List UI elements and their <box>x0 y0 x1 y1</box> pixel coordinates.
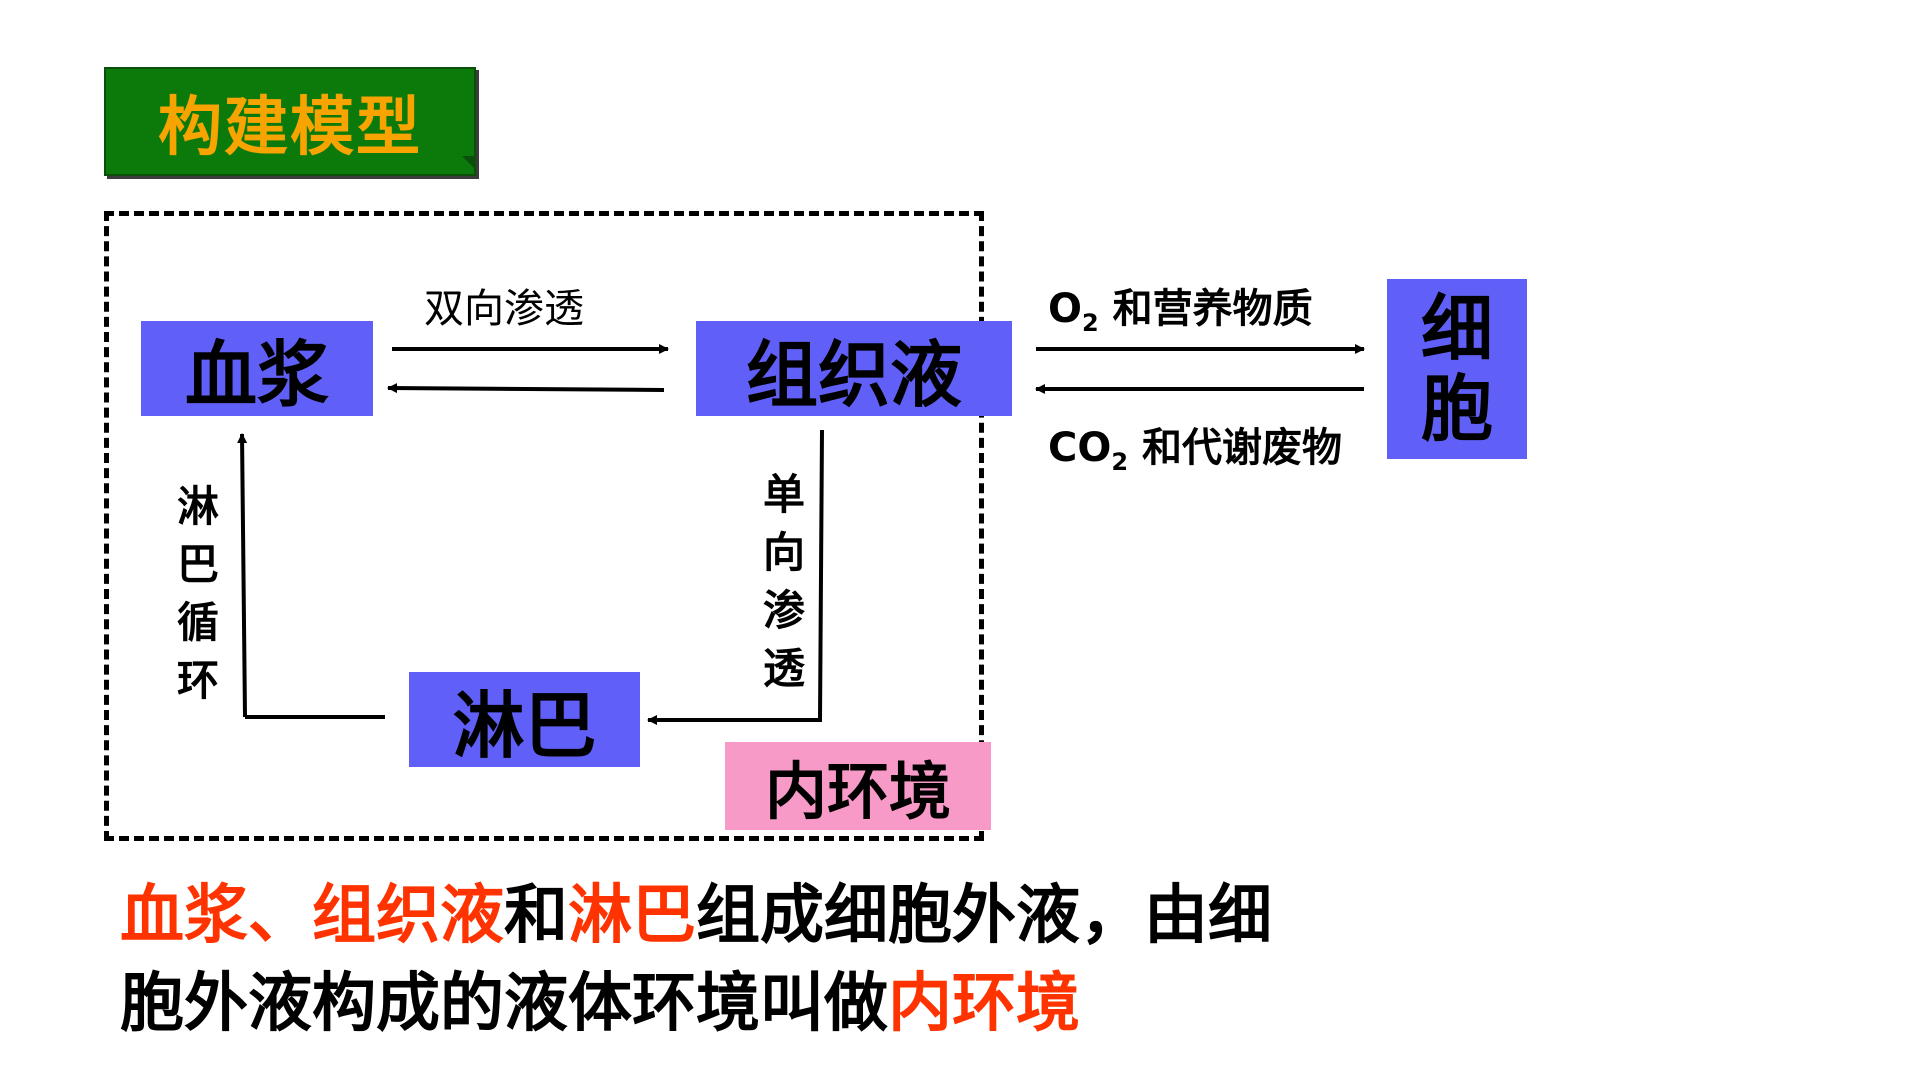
title-tag: 构建模型 <box>104 67 476 176</box>
arrow-tissue-to-lymph <box>647 429 824 725</box>
statement-line-2: 胞外液构成的液体环境叫做内环境 <box>120 967 1080 1041</box>
node-cell-char: 胞 <box>1420 367 1493 451</box>
arrow-tissue-to-plasma <box>387 383 665 394</box>
node-plasma-label: 血浆 <box>184 333 329 417</box>
internal-environment-boundary <box>104 211 984 841</box>
label-o2-nutrients: O2 和营养物质 <box>1048 286 1313 337</box>
statement-line-1: 血浆、组织液和淋巴组成细胞外液，由细 <box>120 879 1272 953</box>
node-cell: 细 胞 <box>1387 279 1527 459</box>
title-text: 构建模型 <box>158 90 422 165</box>
label-bidirectional-osmosis: 双向渗透 <box>424 286 584 332</box>
label-unidirectional-osmosis: 单 向 渗 透 <box>762 470 805 693</box>
node-internal-environment-label: 内环境 <box>764 755 951 828</box>
label-lymph-circulation: 淋 巴 循 环 <box>176 482 219 705</box>
title-tag-fold <box>462 156 476 170</box>
node-tissue-fluid: 组织液 <box>696 321 1012 417</box>
node-cell-char: 细 <box>1420 287 1493 371</box>
node-internal-environment: 内环境 <box>725 742 991 830</box>
node-lymph: 淋巴 <box>409 672 640 768</box>
node-plasma: 血浆 <box>141 321 373 417</box>
label-co2-wastes: CO2 和代谢废物 <box>1048 425 1342 476</box>
arrow-lymph-to-plasma <box>237 433 248 718</box>
node-lymph-label: 淋巴 <box>452 684 597 768</box>
node-tissue-fluid-label: 组织液 <box>745 333 962 417</box>
